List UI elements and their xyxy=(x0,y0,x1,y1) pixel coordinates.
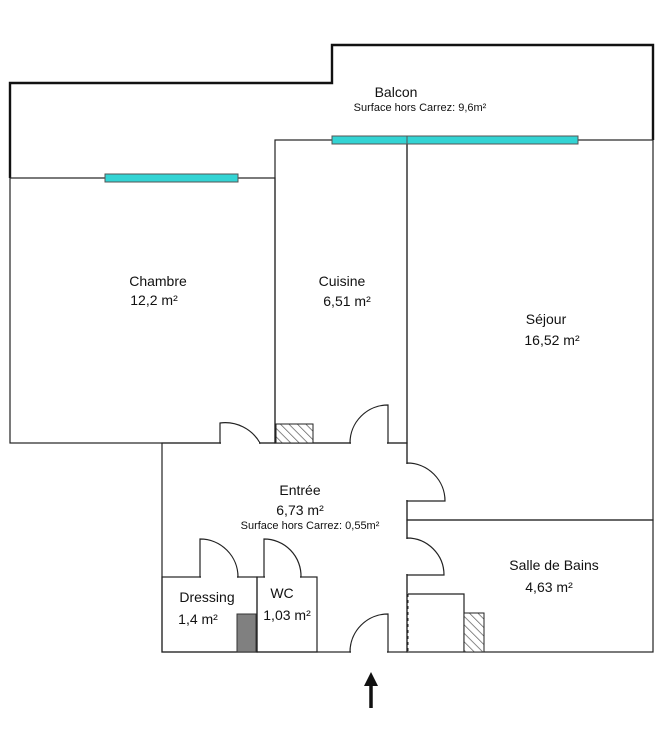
balcon-note: Surface hors Carrez: 9,6m² xyxy=(354,102,487,114)
wc-label: WC xyxy=(270,585,293,601)
cuisine-area: 6,51 m² xyxy=(323,293,371,309)
bathtub-outline xyxy=(408,593,465,652)
entree-area: 6,73 m² xyxy=(276,502,324,518)
window-cuisine-sejour xyxy=(331,135,579,145)
door-salle-de-bains xyxy=(406,537,445,576)
window-chambre xyxy=(104,173,239,183)
door-entrance xyxy=(349,613,389,653)
entree-note: Surface hors Carrez: 0,55m² xyxy=(241,520,380,532)
wc-area: 1,03 m² xyxy=(263,607,311,623)
door-wc xyxy=(263,538,302,578)
entree-label: Entrée xyxy=(279,482,320,498)
chambre-label: Chambre xyxy=(129,273,187,289)
door-sejour xyxy=(406,462,446,502)
dressing-area: 1,4 m² xyxy=(178,611,218,627)
door-cuisine xyxy=(349,404,389,444)
cuisine-label: Cuisine xyxy=(319,273,366,289)
room-cuisine xyxy=(274,139,408,444)
salle-de-bains-label: Salle de Bains xyxy=(509,557,599,573)
door-dressing xyxy=(199,538,239,578)
balcon-label: Balcon xyxy=(375,84,418,100)
dressing-label: Dressing xyxy=(179,589,234,605)
dressing-duct-block xyxy=(236,613,257,653)
kitchen-duct-hatch xyxy=(275,423,314,444)
salle-de-bains-area: 4,63 m² xyxy=(525,579,573,595)
bathroom-duct-hatch xyxy=(463,612,485,653)
chambre-area: 12,2 m² xyxy=(130,292,178,308)
balcony-outline xyxy=(8,43,655,178)
sejour-area: 16,52 m² xyxy=(524,332,580,348)
sejour-label: Séjour xyxy=(526,311,567,327)
room-sejour xyxy=(406,139,654,521)
arrow-up-icon xyxy=(364,672,378,708)
room-chambre xyxy=(9,177,276,444)
room-salle-de-bains xyxy=(406,519,654,653)
door-chambre xyxy=(219,422,262,444)
